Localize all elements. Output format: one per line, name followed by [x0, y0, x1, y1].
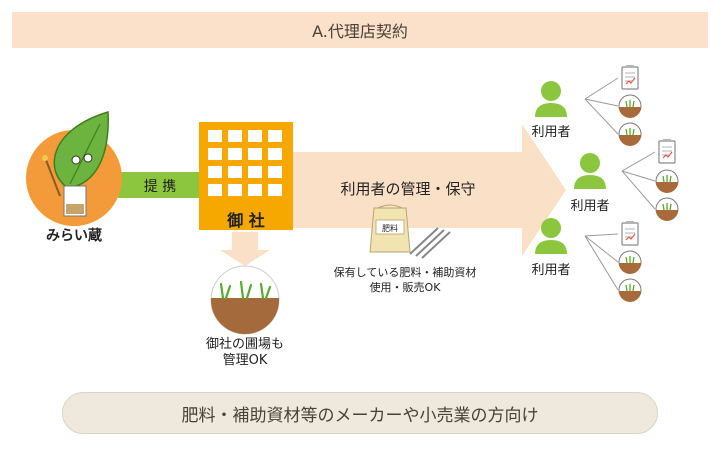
user-label: 利用者: [570, 199, 609, 214]
person-icon: [535, 81, 567, 117]
building-window: [248, 148, 262, 160]
soil-sprout-icon: [618, 250, 642, 275]
document-icon: [621, 220, 639, 246]
branch-line: [584, 233, 619, 237]
fertilizer-bag-label: 肥料: [382, 223, 398, 233]
branch-line: [584, 98, 619, 135]
building-window: [228, 184, 242, 196]
building-window: [248, 184, 262, 196]
field-caption-2: 管理OK: [223, 353, 268, 368]
document-icon: [621, 64, 639, 90]
branch-line: [584, 235, 619, 263]
building-window: [208, 130, 222, 142]
building-icon: [199, 122, 293, 230]
branch-line: [621, 170, 656, 210]
building-window: [228, 166, 242, 178]
company-name: 御 社: [226, 211, 265, 230]
fertilizer-caption-1: 保有している肥料・補助資材: [334, 265, 477, 279]
building-window: [268, 148, 282, 160]
building-window: [248, 130, 262, 142]
leaf-mascot-icon: [26, 111, 122, 226]
user-label: 利用者: [531, 125, 570, 140]
partnership-bar: [118, 172, 202, 198]
soil-sprout-icon: [618, 122, 642, 147]
management-arrow: [292, 124, 566, 256]
building-window: [228, 148, 242, 160]
building-window: [228, 130, 242, 142]
partnership-label: 提 携: [144, 179, 176, 195]
header-title: A.代理店契約: [12, 12, 708, 48]
soil-sprout-icon: [618, 94, 642, 119]
branch-line: [584, 235, 619, 291]
building-window: [268, 184, 282, 196]
document-icon: [658, 138, 676, 164]
down-arrow: [220, 232, 270, 266]
management-arrow-label: 利用者の管理・保守: [340, 180, 475, 198]
footer-target-audience: 肥料・補助資材等のメーカーや小売業の方向け: [62, 392, 658, 434]
building-window: [208, 184, 222, 196]
user-label: 利用者: [531, 263, 570, 278]
fertilizer-bag-icon: [369, 204, 451, 259]
soil-sprout-icon: [655, 197, 679, 222]
branch-line: [584, 77, 619, 100]
field-caption-1: 御社の圃場も: [206, 336, 284, 352]
branch-line: [621, 151, 656, 172]
building-window: [248, 166, 262, 178]
building-window: [208, 148, 222, 160]
person-icon: [574, 153, 606, 189]
soil-sprout-icon: [618, 278, 642, 303]
field-soil-icon: [210, 265, 280, 335]
mascot-name: みらい蔵: [46, 227, 102, 244]
fertilizer-caption-2: 使用・販売OK: [370, 281, 442, 294]
branch-line: [621, 170, 656, 182]
soil-sprout-icon: [655, 169, 679, 194]
building-window: [268, 130, 282, 142]
building-window: [268, 166, 282, 178]
building-window: [208, 166, 222, 178]
branch-line: [584, 98, 619, 107]
